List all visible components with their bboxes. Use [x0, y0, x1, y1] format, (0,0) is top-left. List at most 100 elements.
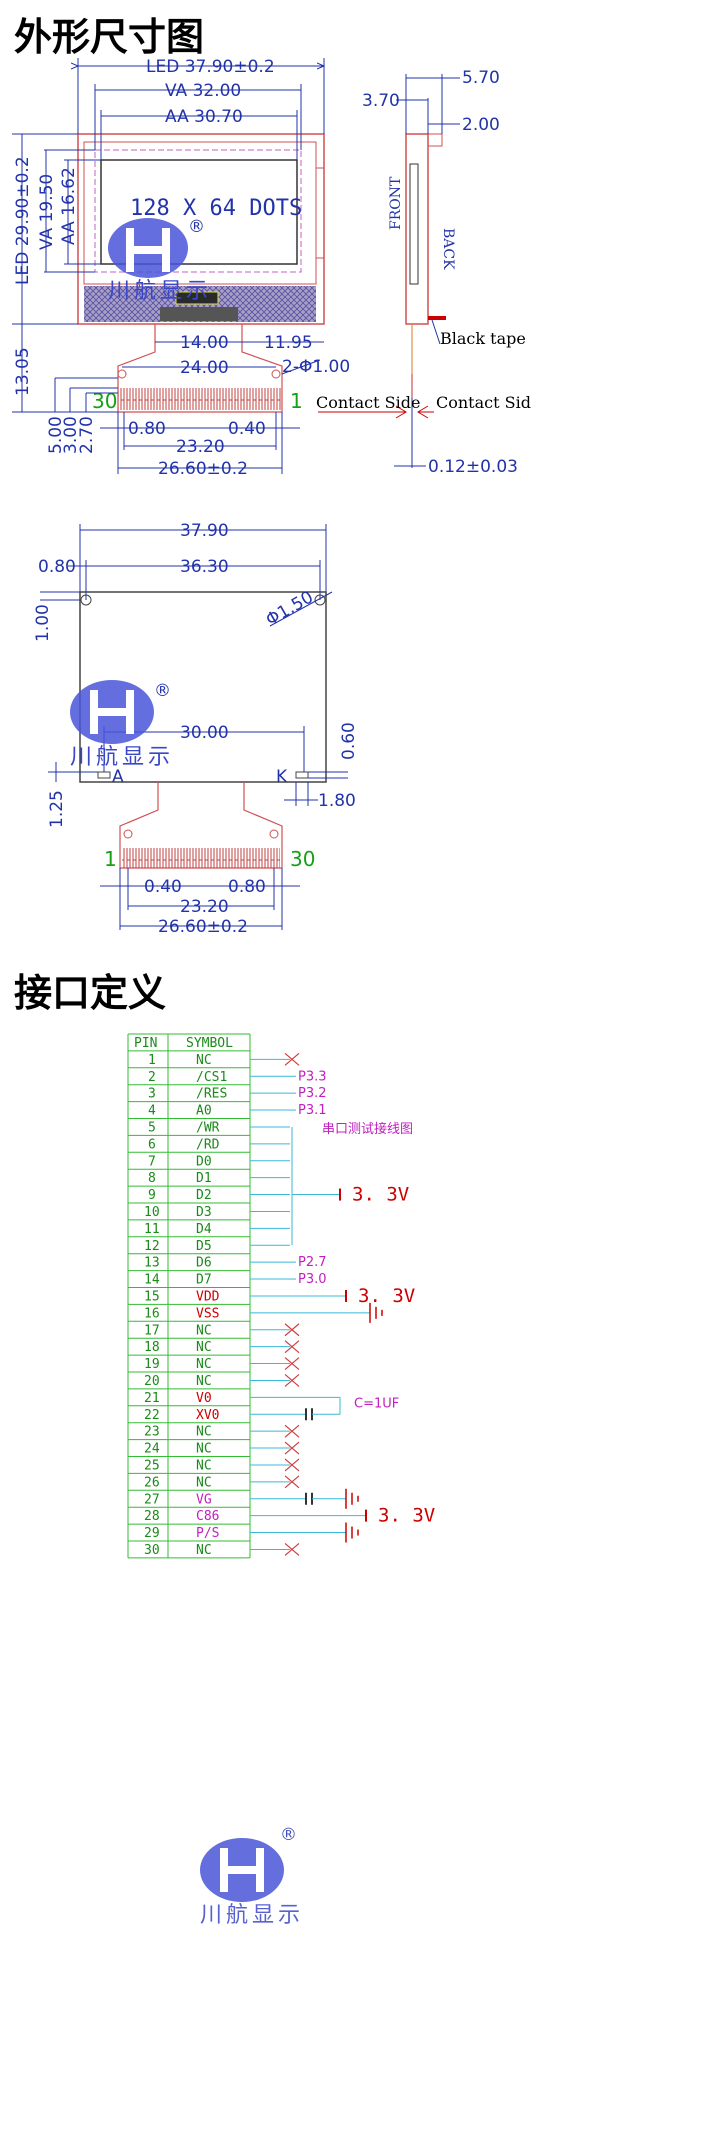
table-symbol-30: NC — [196, 1543, 212, 1558]
table-symbol-6: /RD — [196, 1137, 220, 1152]
volt-label-b: 3. 3V — [358, 1285, 415, 1307]
table-symbol-24: NC — [196, 1442, 212, 1457]
table-symbol-15: VDD — [196, 1290, 220, 1305]
logo-brand-text-table: 川航显示 — [200, 1903, 304, 1928]
dim-pitch-right: 0.40 — [228, 419, 266, 439]
port-label-p31: P3.1 — [298, 1103, 327, 1118]
table-pin-3: 3 — [148, 1087, 156, 1102]
logo-brand-text: 川航显示 — [108, 279, 212, 304]
dim-hole-vertical: 1.00 — [33, 604, 53, 642]
dim-back-fpc-width: 26.60±0.2 — [158, 917, 248, 937]
dim-270: 2.70 — [77, 416, 97, 454]
volt-label-a: 3. 3V — [352, 1184, 409, 1206]
table-pin-29: 29 — [144, 1526, 160, 1541]
label-anode: A — [112, 767, 124, 787]
table-pin-20: 20 — [144, 1374, 160, 1389]
dim-thickness: 0.12±0.03 — [428, 457, 518, 477]
table-symbol-7: D0 — [196, 1154, 212, 1169]
dim-va-height: VA 19.50 — [37, 174, 57, 250]
display-text: 128 X 64 DOTS — [130, 196, 302, 221]
fpc-pins — [118, 388, 282, 410]
back-view: A K 1 30 37.90 0.80 36.30 1.00 Φ1.50 30.… — [33, 521, 359, 937]
table-pin-27: 27 — [144, 1492, 160, 1507]
dim-200: 2.00 — [462, 115, 500, 135]
table-pin-11: 11 — [144, 1222, 160, 1237]
logo-registered-back: ® — [154, 681, 171, 701]
volt-label-c: 3. 3V — [378, 1505, 435, 1527]
table-symbol-12: D5 — [196, 1239, 212, 1254]
nc-cross-icon — [284, 1340, 300, 1354]
table-pin-5: 5 — [148, 1121, 156, 1136]
table-symbol-10: D3 — [196, 1205, 212, 1220]
table-pin-16: 16 — [144, 1306, 160, 1321]
table-symbol-11: D4 — [196, 1222, 212, 1237]
side-glass — [409, 163, 419, 285]
pin-label-1-front: 1 — [290, 389, 303, 413]
dim-180: 1.80 — [318, 791, 356, 811]
table-symbol-3: /RES — [196, 1087, 227, 1102]
dim-fpc-left: 14.00 — [180, 333, 229, 353]
table-pin-25: 25 — [144, 1459, 160, 1474]
table-header-symbol: SYMBOL — [186, 1036, 233, 1051]
table-pin-26: 26 — [144, 1475, 160, 1490]
side-tab — [427, 133, 443, 147]
black-tape-mark — [428, 316, 446, 320]
table-pin-18: 18 — [144, 1340, 160, 1355]
nc-cross-icon — [284, 1052, 300, 1066]
table-pin-19: 19 — [144, 1357, 160, 1372]
dim-pin-span: 23.20 — [176, 437, 225, 457]
nc-cross-icon — [284, 1323, 300, 1337]
dim-back-pin-span: 23.20 — [180, 897, 229, 917]
dim-hole-span: 36.30 — [180, 557, 229, 577]
table-symbol-9: D2 — [196, 1188, 212, 1203]
pad-cathode — [295, 771, 309, 779]
dim-125: 1.25 — [47, 790, 67, 828]
port-label-p32: P3.2 — [298, 1086, 327, 1101]
table-pin-10: 10 — [144, 1205, 160, 1220]
table-pin-21: 21 — [144, 1391, 160, 1406]
dim-aa-width: AA 30.70 — [165, 107, 243, 127]
logo-brand-text-back: 川航显示 — [70, 745, 174, 770]
label-cathode: K — [276, 767, 288, 787]
table-symbol-21: V0 — [196, 1391, 212, 1406]
side-body — [405, 133, 429, 325]
dim-570: 5.70 — [462, 68, 500, 88]
table-symbol-17: NC — [196, 1323, 212, 1338]
table-symbol-19: NC — [196, 1357, 212, 1372]
table-pin-1: 1 — [148, 1053, 156, 1068]
table-pin-4: 4 — [148, 1104, 156, 1119]
front-view: 128 X 64 DOTS LED 37.90±0.2 VA 32.00 AA … — [12, 57, 350, 479]
table-symbol-27: VG — [196, 1492, 212, 1507]
pad-anode — [97, 771, 111, 779]
side-view: 5.70 3.70 2.00 FRONT BACK Black tape Con… — [316, 68, 531, 477]
fpc-outline — [117, 324, 283, 413]
dim-500: 5.00 — [46, 416, 66, 454]
table-symbol-29: P/S — [196, 1526, 219, 1541]
serial-note: 串口测试接线图 — [322, 1121, 413, 1137]
port-label-p27: P2.7 — [298, 1255, 327, 1270]
cap-label: C=1UF — [354, 1396, 399, 1411]
va-frame — [94, 149, 302, 273]
fpc-hole-right — [271, 369, 281, 379]
nc-cross-icon — [284, 1475, 300, 1489]
table-symbol-2: /CS1 — [196, 1070, 227, 1085]
label-contact-left: Contact Side — [316, 393, 420, 412]
dim-ak-span: 30.00 — [180, 723, 229, 743]
table-symbol-22: XV0 — [196, 1408, 219, 1423]
label-back: BACK — [440, 228, 456, 270]
logo-table: 川航显示® — [200, 1825, 304, 1928]
dim-fpc-right: 11.95 — [264, 333, 313, 353]
table-pin-8: 8 — [148, 1171, 156, 1186]
pin-label-1-back: 1 — [104, 847, 117, 871]
table-pin-22: 22 — [144, 1408, 160, 1423]
table-pin-24: 24 — [144, 1442, 160, 1457]
dim-fpc-inner: 24.00 — [180, 358, 229, 378]
table-symbol-14: D7 — [196, 1273, 212, 1288]
nc-cross-icon — [284, 1373, 300, 1387]
dim-hole-offset: 0.80 — [38, 557, 76, 577]
section-title-interface: 接口定义 — [14, 971, 167, 1015]
table-pin-23: 23 — [144, 1425, 160, 1440]
fpc-hole-left — [117, 369, 127, 379]
dim-overall-height: 13.05 — [13, 347, 33, 396]
table-symbol-26: NC — [196, 1475, 212, 1490]
